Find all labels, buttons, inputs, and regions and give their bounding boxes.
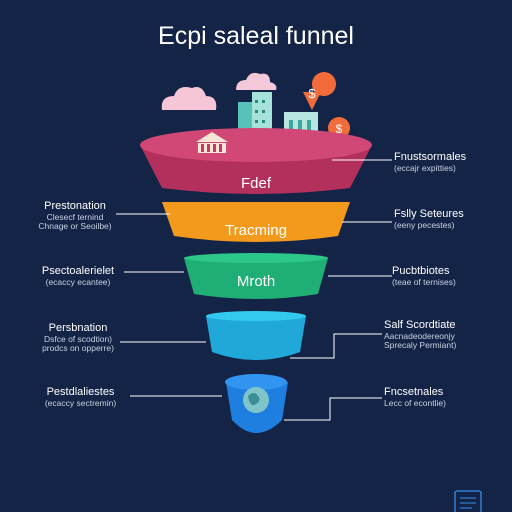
right-label-5: Fncsetnales Lecc of econtlie) — [384, 386, 499, 408]
left-label-line: prodcs on opperre) — [42, 343, 114, 354]
right-label-2: Fslly Seteures (eeny pecestes) — [394, 208, 504, 230]
left-label-heading: Pestdlaliestes — [46, 386, 115, 398]
document-icon — [454, 490, 482, 512]
right-label-4: Salf Scordtiate Aacnadeodereonjy Sprecal… — [384, 319, 504, 351]
left-label-3: Persbnation Dsfce of scodtion) prodcs on… — [28, 322, 128, 354]
right-label-line: Sprecaly Permiant) — [384, 340, 457, 351]
dollar-symbol: $ — [336, 122, 343, 136]
right-label-heading: Salf Scordtiate — [384, 319, 456, 331]
dollar-pin-icon: $ — [303, 72, 336, 110]
left-label-line: (ecaccy sectremin) — [44, 397, 117, 408]
connector-right-4 — [290, 333, 382, 359]
page-title: Ecpi saleal funnel — [158, 22, 354, 50]
right-label-line: (eeny pecestes) — [394, 219, 455, 230]
right-label-line: Aacnadeodereonjy — [384, 330, 455, 341]
stage-label-1: Fdef — [240, 175, 271, 192]
right-label-3: Pucbtbiotes (teae of ternises) — [392, 265, 502, 287]
funnel-stage-1 — [140, 128, 372, 194]
globe-icon — [243, 387, 269, 413]
funnel-stage-2 — [162, 202, 350, 242]
stage-label-2: Tracming — [225, 222, 287, 239]
funnel-stage-3 — [184, 253, 328, 299]
cloud-icon — [236, 72, 277, 90]
left-label-heading: Prestonation — [44, 200, 106, 212]
left-label-line: Dsfce of scodtion) — [43, 333, 113, 344]
left-label-2: Psectoalerielet (ecaccy ecantee) — [28, 265, 128, 287]
funnel-stage-4 — [206, 311, 306, 360]
right-label-line: (teae of ternises) — [392, 276, 456, 287]
left-label-line: (ecaccy ecantee) — [45, 276, 111, 287]
right-label-line: Lecc of econtlie) — [384, 397, 446, 408]
right-label-heading: Fnustsormales — [394, 151, 467, 163]
connector-right-5 — [284, 397, 382, 421]
connector-lines — [116, 159, 392, 421]
left-label-heading: Psectoalerielet — [41, 265, 115, 277]
right-label-heading: Fslly Seteures — [394, 208, 464, 220]
left-label-line: Chnage or Seoilbe) — [38, 221, 112, 232]
right-label-line: (eccajr expitties) — [394, 162, 456, 173]
bank-icon — [196, 132, 228, 153]
right-label-heading: Pucbtbiotes — [392, 265, 450, 277]
cloud-icon — [161, 87, 217, 110]
right-label-heading: Fncsetnales — [384, 386, 444, 398]
stage-label-3: Mroth — [236, 273, 276, 290]
dollar-symbol: $ — [308, 86, 316, 101]
left-label-line: Clesecf ternind — [46, 211, 104, 222]
left-label-1: Prestonation Clesecf ternind Chnage or S… — [20, 200, 130, 232]
right-label-1: Fnustsormales (eccajr expitties) — [394, 151, 504, 173]
left-label-4: Pestdlaliestes (ecaccy sectremin) — [28, 386, 133, 408]
left-label-heading: Persbnation — [48, 322, 108, 334]
